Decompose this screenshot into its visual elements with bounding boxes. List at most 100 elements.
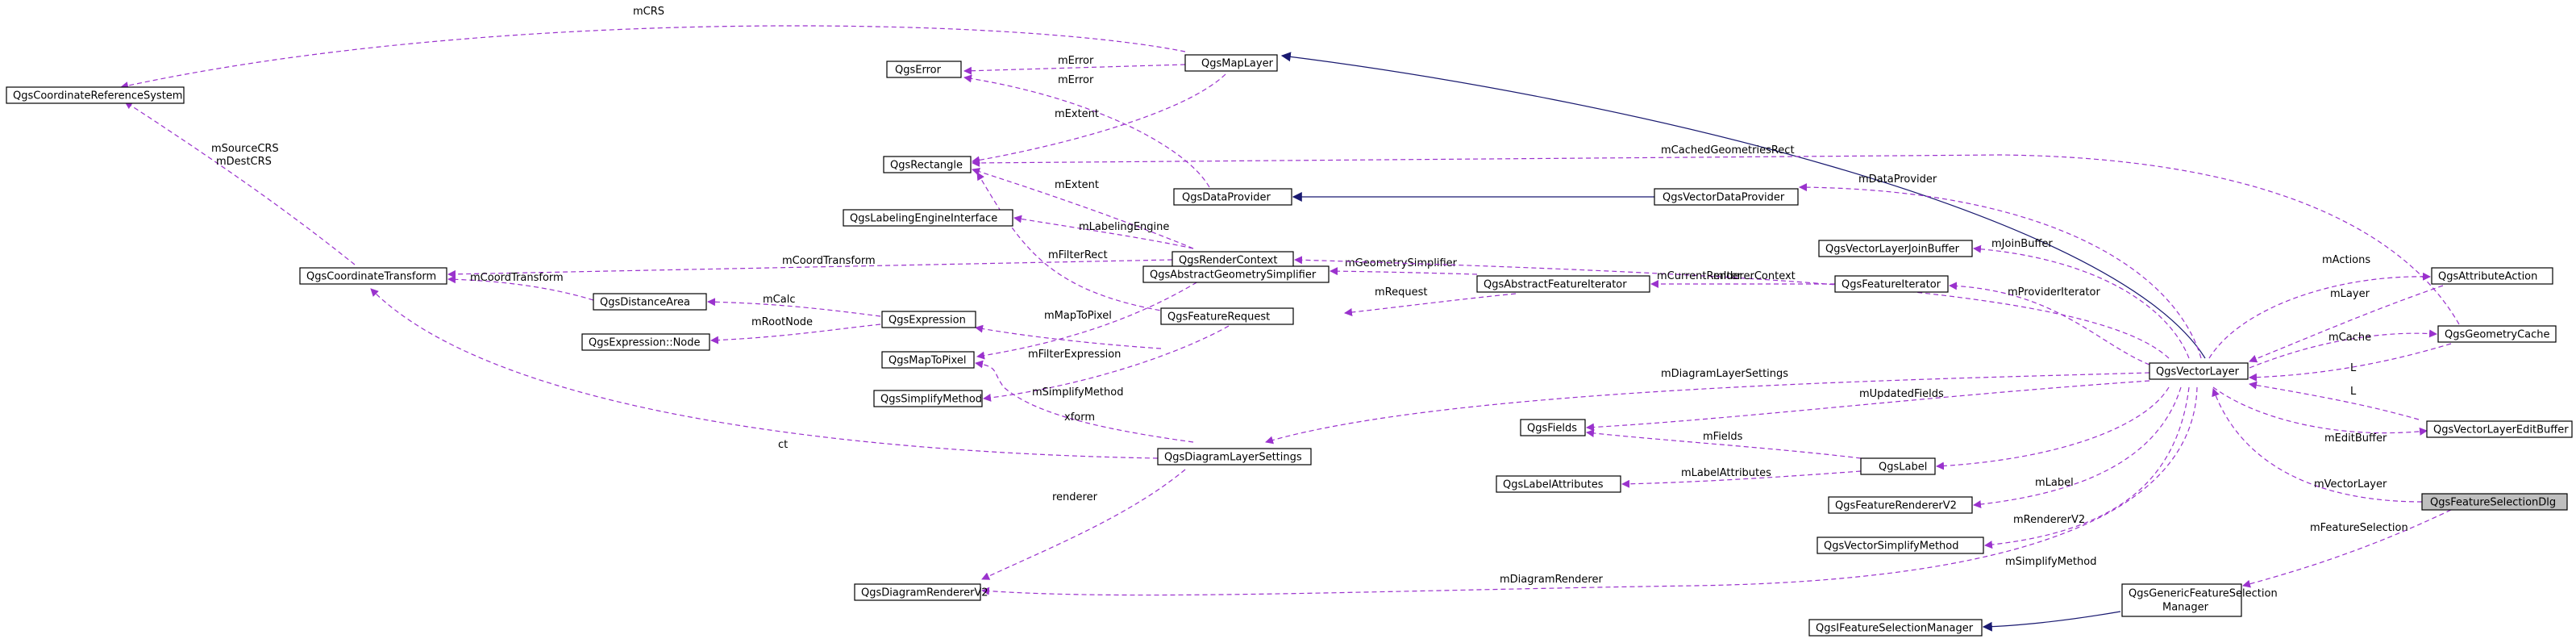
edge-label-mcalc: mCalc [763,294,795,306]
node-qgsfeatureselectiondlg[interactable]: QgsFeatureSelectionDlg [2421,493,2568,511]
node-qgsvectorlayer[interactable]: QgsVectorLayer [2149,362,2249,380]
edge-mgeometrysimplifier: mGeometrySimplifier [1330,257,1478,276]
edge-label-merror-2: mError [1058,74,1094,86]
edge-label-mcoordtransform: mCoordTransform [782,255,876,267]
svg-text:QgsMapToPixel: QgsMapToPixel [888,355,966,367]
edge-merror-maplayer: mError [963,55,1186,75]
node-qgsfields[interactable]: QgsFields [1520,419,1586,436]
node-qgsfeaturerequest[interactable]: QgsFeatureRequest [1160,307,1294,325]
node-qgsfeaturerendererv2[interactable]: QgsFeatureRendererV2 [1828,496,1973,514]
edge-mlabelattributes: mLabelAttributes [1621,467,1862,488]
svg-text:QgsError: QgsError [895,65,942,77]
svg-text:QgsFeatureSelectionDlg: QgsFeatureSelectionDlg [2430,497,2556,509]
edge-label-mmaptopixel: mMapToPixel [1044,310,1112,322]
svg-text:QgsDistanceArea: QgsDistanceArea [600,297,690,309]
edge-label-mgeometrysimplifier: mGeometrySimplifier [1345,257,1458,269]
svg-text:QgsLabelAttributes: QgsLabelAttributes [1503,479,1604,491]
edge-label-mactions: mActions [2322,254,2370,266]
edge-label-mprovideriterator: mProviderIterator [2008,286,2100,299]
edge-msimplifymethod-featreq: mSimplifyMethod [983,325,1230,402]
edge-msourcecrs-mdestcrs: mSourceCRS mDestCRS [124,101,356,265]
edge-mdiagramlayersettings: mDiagramLayerSettings [1265,368,2150,445]
edge-mjoinbuffer: mJoinBuffer [1973,238,2190,359]
svg-text:QgsFeatureRequest: QgsFeatureRequest [1167,311,1270,324]
node-qgscoordinatereferencesystem[interactable]: QgsCoordinateReferenceSystem [6,86,185,104]
edge-label-mcachedgeometriesrect: mCachedGeometriesRect [1661,144,1795,157]
edge-vlayer-inherits-maplayer [1280,52,2206,359]
edge-msimplifymethod-vlayer: mSimplifyMethod [1984,386,2190,568]
node-qgsattributeaction[interactable]: QgsAttributeAction [2431,267,2553,285]
edge-merror-dataprov: mError [963,74,1210,188]
edge-xform: xform [975,360,1194,443]
edge-label-mjoinbuffer: mJoinBuffer [1991,238,2053,250]
node-qgsrendercontext[interactable]: QgsRenderContext [1171,251,1294,269]
edge-label-mfeatureselection: mFeatureSelection [2310,522,2408,534]
node-qgserror[interactable]: QgsError [886,61,962,78]
edge-label-mcache: mCache [2328,332,2371,344]
edge-label-miter: mIter [1713,270,1742,282]
edge-mlabelingengine: mLabelingEngine [1013,215,1194,249]
node-qgsgeometrycache[interactable]: QgsGeometryCache [2437,325,2557,343]
edge-label-mvectorlayer: mVectorLayer [2314,478,2387,491]
node-qgslabelattributes[interactable]: QgsLabelAttributes [1496,475,1621,493]
svg-text:QgsAbstractFeatureIterator: QgsAbstractFeatureIterator [1484,279,1627,291]
edge-label-mlayer: mLayer [2330,288,2370,300]
node-qgsdataprovider[interactable]: QgsDataProvider [1173,188,1292,206]
svg-text:QgsIFeatureSelectionManager: QgsIFeatureSelectionManager [1816,623,1974,635]
svg-text:QgsCoordinateReferenceSystem: QgsCoordinateReferenceSystem [13,90,182,102]
edge-mfeatureselection: mFeatureSelection [2242,509,2452,588]
node-qgslabel[interactable]: QgsLabel [1860,457,1936,475]
edge-label-mdestcrs: mDestCRS [216,156,272,168]
edge-label-mfields: mFields [1703,431,1743,443]
edge-label-xform: xform [1064,411,1095,424]
edge-mdiagramrenderer: mDiagramRenderer [981,386,2198,596]
node-qgslabelingengineinterface[interactable]: QgsLabelingEngineInterface [843,209,1013,227]
node-qgsabstractfeatureiterator[interactable]: QgsAbstractFeatureIterator [1476,275,1650,293]
svg-text:QgsFields: QgsFields [1527,423,1577,435]
svg-text:QgsFeatureRendererV2: QgsFeatureRendererV2 [1835,500,1957,512]
node-qgsfeatureiterator[interactable]: QgsFeatureIterator [1834,275,1949,293]
edge-label-meditbuffer: mEditBuffer [2324,432,2387,445]
node-qgsdistancearea[interactable]: QgsDistanceArea [593,293,707,311]
node-qgsmaplayer[interactable]: QgsMapLayer [1184,54,1278,72]
edge-label-mlabel: mLabel [2035,477,2074,489]
node-qgsifeatureselectionmanager[interactable]: QgsIFeatureSelectionManager [1808,619,1983,637]
edge-mcoordtransform-renderctx: mCoordTransform [447,255,1173,278]
edge-mprovideriterator: mProviderIterator [1949,282,2150,365]
edge-renderer: renderer [981,469,1186,580]
edge-label-mrootnode: mRootNode [751,316,813,328]
svg-text:QgsRenderContext: QgsRenderContext [1179,255,1277,267]
node-qgsvectorlayereditbuffer[interactable]: QgsVectorLayerEditBuffer [2426,420,2573,438]
node-qgsvectorsimplifymethod[interactable]: QgsVectorSimplifyMethod [1817,537,1984,554]
edge-mcurrentrenderercontext: mCurrentRendererContext [1294,256,2170,359]
svg-text:QgsVectorDataProvider: QgsVectorDataProvider [1663,192,1785,204]
svg-text:QgsVectorLayer: QgsVectorLayer [2156,366,2240,378]
svg-text:QgsDataProvider: QgsDataProvider [1182,192,1271,204]
node-qgsmaptopixel[interactable]: QgsMapToPixel [881,351,975,369]
edge-label-mrequest: mRequest [1375,286,1427,299]
edge-l-editbuf: L [2249,381,2420,420]
edge-label-mcoordtransform-2: mCoordTransform [470,272,564,284]
edge-l-geomcache: L [2249,343,2452,382]
node-qgssimplifymethod[interactable]: QgsSimplifyMethod [873,390,983,407]
edge-mfilterexpression: mFilterExpression [975,324,1162,361]
edge-mextent-renderctx: mExtent [972,167,1194,249]
node-qgsexpression-node[interactable]: QgsExpression::Node [581,333,710,351]
edge-mactions: mActions [2208,254,2431,359]
node-qgsvectordataprovider[interactable]: QgsVectorDataProvider [1654,188,1799,206]
node-qgsexpression[interactable]: QgsExpression [881,311,976,328]
node-qgscoordinatetransform[interactable]: QgsCoordinateTransform [299,267,447,285]
node-qgsrectangle[interactable]: QgsRectangle [883,156,972,173]
edge-mlayer: mLayer [2249,285,2444,363]
edge-label-msimplifymethod-2: mSimplifyMethod [2005,556,2096,568]
node-qgsvectorlayerjoinbuffer[interactable]: QgsVectorLayerJoinBuffer [1818,240,1973,257]
node-qgsdiagramrendererv2[interactable]: QgsDiagramRendererV2 [854,583,988,601]
svg-text:QgsAbstractGeometrySimplifier: QgsAbstractGeometrySimplifier [1150,269,1317,282]
node-qgsabstractgeometrysimplifier[interactable]: QgsAbstractGeometrySimplifier [1142,265,1330,283]
node-qgsdiagramlayersettings[interactable]: QgsDiagramLayerSettings [1157,448,1312,466]
edge-mlabel: mLabel [1936,386,2170,489]
node-qgsgenericfeatureselectionmanager[interactable]: QgsGenericFeatureSelection Manager [2121,583,2278,617]
edge-label-msimplifymethod: mSimplifyMethod [1032,386,1123,399]
svg-text:QgsVectorSimplifyMethod: QgsVectorSimplifyMethod [1824,541,1958,553]
